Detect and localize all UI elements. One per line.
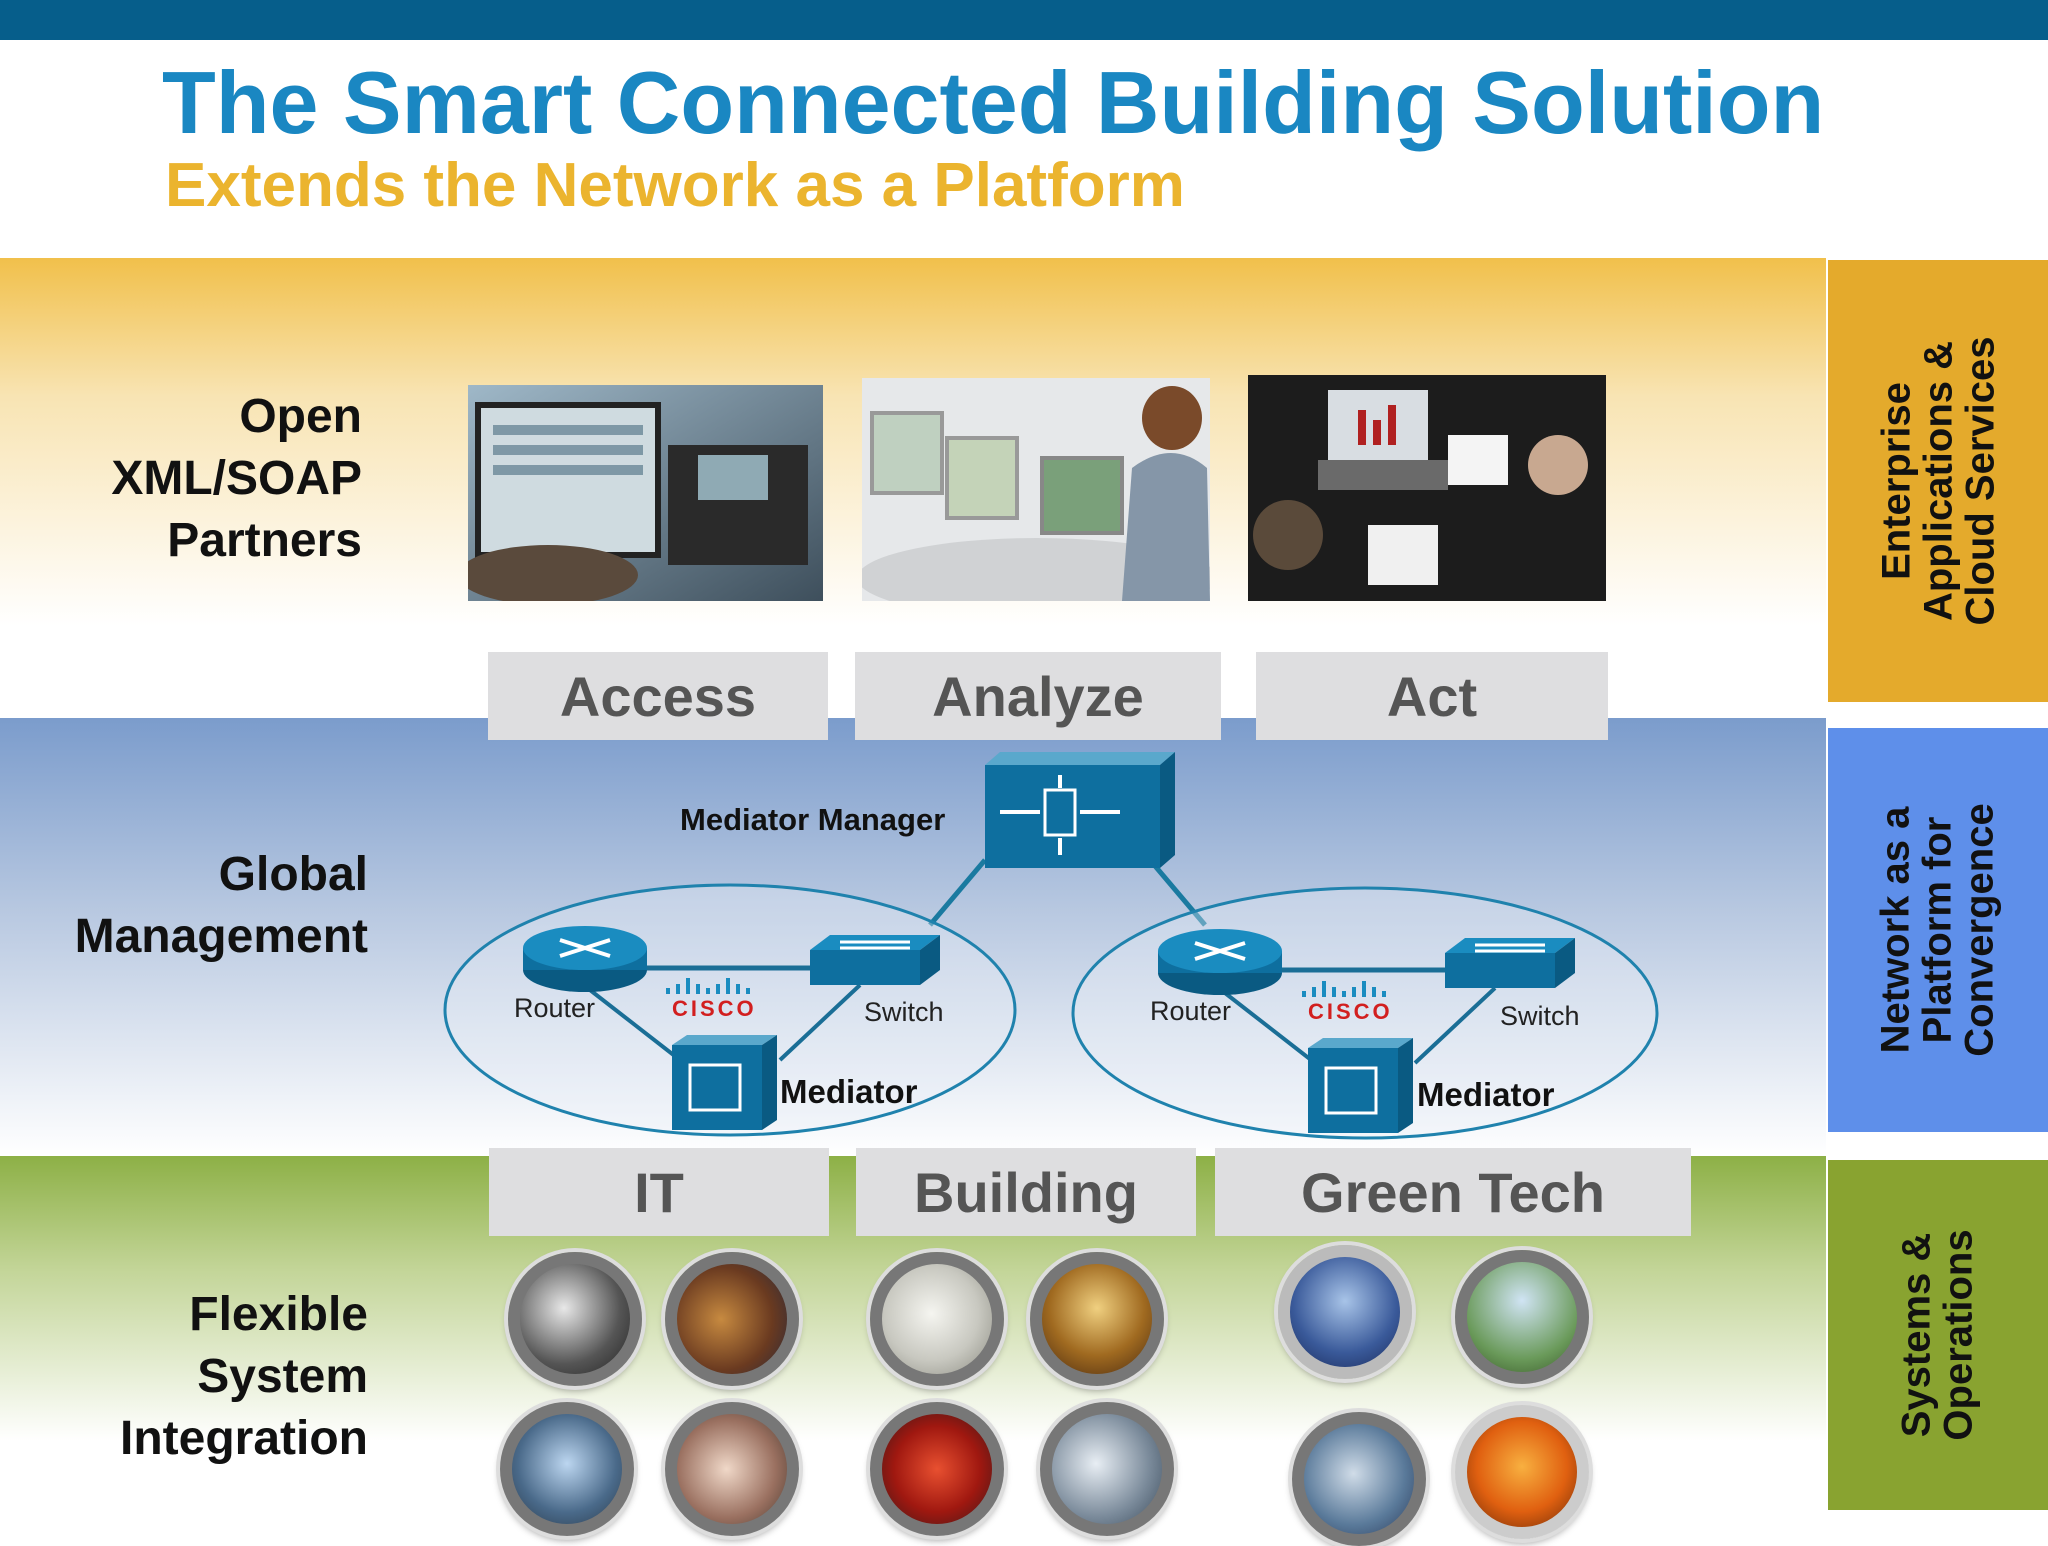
tab-act: Act [1256,652,1608,740]
mediator-icon [672,1035,777,1130]
cisco-label-right: CISCO [1308,999,1393,1024]
tab-it-label: IT [634,1160,684,1224]
tab-access: Access [488,652,828,740]
cisco-logo-bars-left [666,978,750,994]
top-bar [0,0,2048,40]
mediator-manager-device [985,752,1175,868]
link-manager-right [1148,858,1207,927]
tab-building-label: Building [914,1160,1138,1224]
switch-icon [810,935,940,985]
router-label-right: Router [1150,996,1231,1026]
page-subtitle: Extends the Network as a Platform [165,151,1185,220]
cisco-label-left: CISCO [672,996,757,1021]
router-icon [1158,929,1282,995]
tab-act-label: Act [1386,664,1478,728]
photo-laptop-phone [468,385,823,601]
green-power-grid-icon [1455,1405,1589,1539]
building-security-camera-icon [1040,1402,1174,1536]
mediator-label-left: Mediator [780,1073,918,1110]
row-label-management: Global Management [74,848,368,963]
it-mobile-device-icon [665,1402,799,1536]
router-label-left: Router [514,993,595,1023]
it-network-equipment-icon [508,1252,642,1386]
side-label-enterprise: Enterprise Applications & Cloud Services [1828,260,2048,702]
row-label-integration: Flexible System Integration [120,1288,368,1465]
mediator-icon [1308,1038,1413,1133]
tab-green-tech-label: Green Tech [1301,1160,1605,1224]
building-thermostat-icon [870,1252,1004,1386]
it-data-center-icon [665,1252,799,1386]
switch-label-right: Switch [1500,1001,1580,1031]
photo-meeting-laptop [1248,375,1606,601]
tab-green-tech: Green Tech [1215,1148,1691,1236]
switch-icon [1445,938,1575,988]
green-wind-turbine-icon [1455,1250,1589,1384]
router-icon [523,926,647,992]
row-label-partners: Open XML/SOAP Partners [111,390,362,567]
building-lighting-icon [1030,1252,1164,1386]
tab-analyze: Analyze [855,652,1221,740]
side-label-systems: Systems & Operations [1828,1160,2048,1510]
tab-access-label: Access [559,664,757,728]
link-manager-left [928,858,987,927]
photo-operator-monitors [862,378,1210,601]
green-microchip-icon [1292,1412,1426,1546]
mediator-manager-label: Mediator Manager [680,802,945,837]
tab-it: IT [489,1148,829,1236]
building-fire-rescue-icon [870,1402,1004,1536]
side-label-network: Network as a Platform for Convergence [1828,728,2048,1132]
switch-label-left: Switch [864,997,944,1027]
tab-analyze-label: Analyze [932,664,1144,728]
mediator-label-right: Mediator [1417,1076,1555,1113]
green-solar-panel-icon [1278,1245,1412,1379]
cisco-logo-bars-right [1302,981,1386,997]
it-video-conference-icon [500,1402,634,1536]
tab-building: Building [856,1148,1196,1236]
page-title: The Smart Connected Building Solution [162,53,1825,152]
